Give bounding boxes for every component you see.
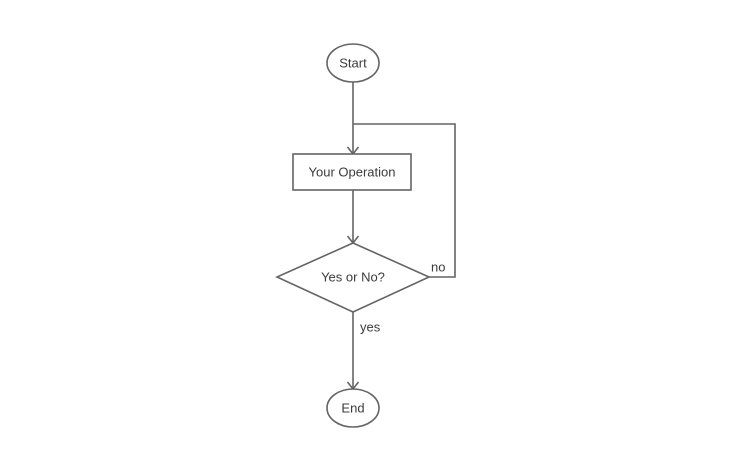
edge-decision-no-loop: no [353, 123, 456, 278]
node-decision[interactable]: Yes or No? [275, 242, 431, 313]
edge-line-no-loop [353, 123, 456, 278]
node-operation[interactable]: Your Operation [292, 153, 412, 191]
node-end[interactable]: End [326, 388, 380, 428]
end-ellipse[interactable] [326, 388, 380, 428]
edge-label-no: no [431, 259, 445, 274]
edge-label-yes: yes [360, 319, 381, 334]
decision-label: Yes or No? [321, 269, 385, 284]
edge-decision-yes-to-end: yes [346, 312, 381, 391]
operation-label: Your Operation [309, 164, 396, 179]
operation-rectangle[interactable] [292, 153, 412, 191]
decision-diamond[interactable] [275, 242, 431, 313]
edge-start-to-operation [346, 82, 360, 156]
end-label: End [341, 400, 364, 415]
start-ellipse[interactable] [326, 43, 380, 83]
edge-operation-to-decision [346, 190, 360, 245]
start-label: Start [339, 55, 367, 70]
node-start[interactable]: Start [326, 43, 380, 83]
